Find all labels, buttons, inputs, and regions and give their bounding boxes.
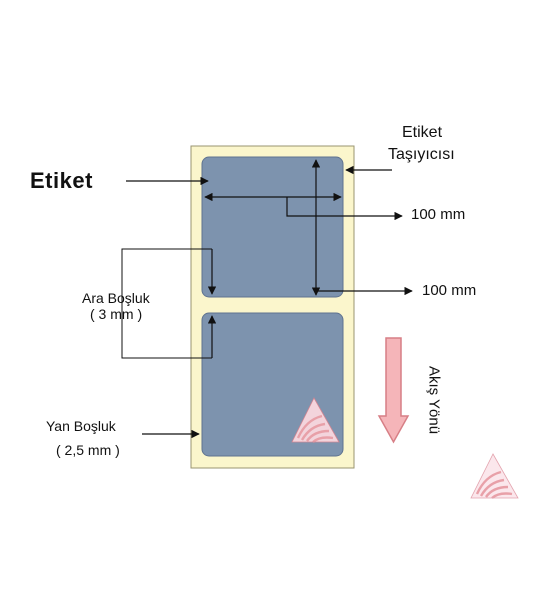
label-top — [201, 156, 344, 298]
flow-direction-label: Akış Yönü — [425, 365, 443, 435]
gap-bracket — [121, 248, 212, 359]
width-leader-line — [286, 197, 403, 221]
side-margin-value: ( 2,5 mm ) — [56, 442, 120, 458]
gap-value: ( 3 mm ) — [90, 306, 143, 322]
flow-direction-arrow — [377, 337, 410, 444]
logo-triangle-icon — [291, 397, 340, 443]
label-title: Etiket — [30, 168, 93, 193]
width-value: 100 mm — [411, 206, 466, 223]
carrier-label-line1: Etiket — [402, 124, 443, 141]
logo-triangle-icon — [470, 453, 519, 499]
carrier-label-line2: Taşıyıcısı — [388, 146, 455, 163]
height-value: 100 mm — [422, 282, 477, 299]
gap-label: Ara Boşluk — [82, 290, 150, 306]
side-margin-label: Yan Boşluk — [46, 418, 116, 434]
